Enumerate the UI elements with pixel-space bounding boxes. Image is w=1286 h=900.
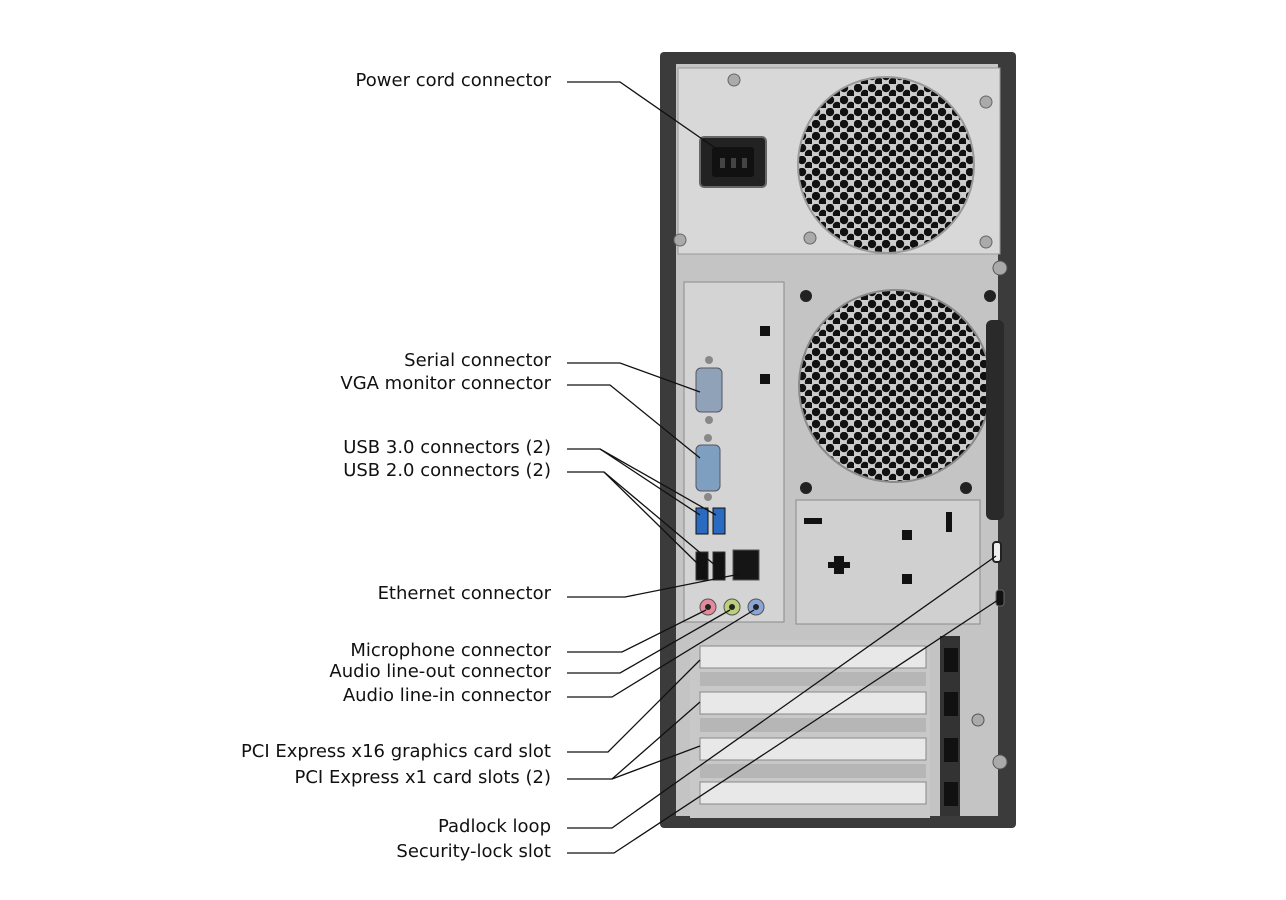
leader-usb3-b	[599, 448, 717, 516]
label-serial-connector: Serial connector	[404, 350, 551, 371]
leader-usb2-b	[603, 471, 717, 567]
label-pcie-x1-slots: PCI Express x1 card slots (2)	[294, 767, 552, 788]
leader-lines	[567, 81, 999, 854]
system-fan-grille	[799, 290, 991, 482]
leader-line-out	[567, 609, 731, 674]
label-usb2-connectors: USB 2.0 connectors (2)	[343, 460, 551, 481]
label-microphone-connector: Microphone connector	[350, 640, 551, 661]
usb2-connector-2	[712, 551, 726, 581]
label-padlock-loop: Padlock loop	[437, 816, 551, 837]
vga-connector	[695, 444, 721, 492]
leader-ethernet	[567, 573, 741, 598]
label-vga-connector: VGA monitor connector	[340, 373, 551, 394]
leader-pcie-x16	[567, 659, 701, 753]
usb3-connector-2	[712, 507, 726, 535]
leader-pcie-x1-b	[611, 745, 701, 780]
padlock-loop	[992, 541, 1002, 563]
leader-microphone	[567, 609, 707, 653]
label-ethernet-connector: Ethernet connector	[377, 583, 551, 604]
expansion-slots	[690, 636, 1008, 818]
usb3-connector-1	[695, 507, 709, 535]
leader-serial	[567, 362, 701, 393]
leader-line-in	[567, 609, 755, 698]
label-line-in-connector: Audio line-in connector	[342, 685, 551, 706]
security-lock-slot	[995, 589, 1005, 607]
lower-plate	[795, 499, 981, 625]
label-security-lock-slot: Security-lock slot	[396, 841, 551, 862]
label-usb3-connectors: USB 3.0 connectors (2)	[343, 437, 551, 458]
serial-connector	[695, 367, 723, 413]
usb2-connector-1	[695, 551, 709, 581]
pcie-x1-slot-2	[699, 737, 927, 761]
label-line-out-connector: Audio line-out connector	[329, 661, 551, 682]
leader-vga	[567, 384, 701, 459]
pcie-x1-slot-1	[699, 691, 927, 715]
ethernet-connector	[732, 549, 760, 581]
leader-padlock	[567, 555, 997, 829]
leader-power-cord	[567, 81, 719, 151]
psu-fan-grille	[798, 77, 974, 253]
label-power-cord-connector: Power cord connector	[355, 70, 551, 91]
leader-security	[567, 599, 999, 854]
label-pcie-x16-slot: PCI Express x16 graphics card slot	[240, 741, 551, 762]
pcie-x16-slot	[699, 645, 927, 669]
